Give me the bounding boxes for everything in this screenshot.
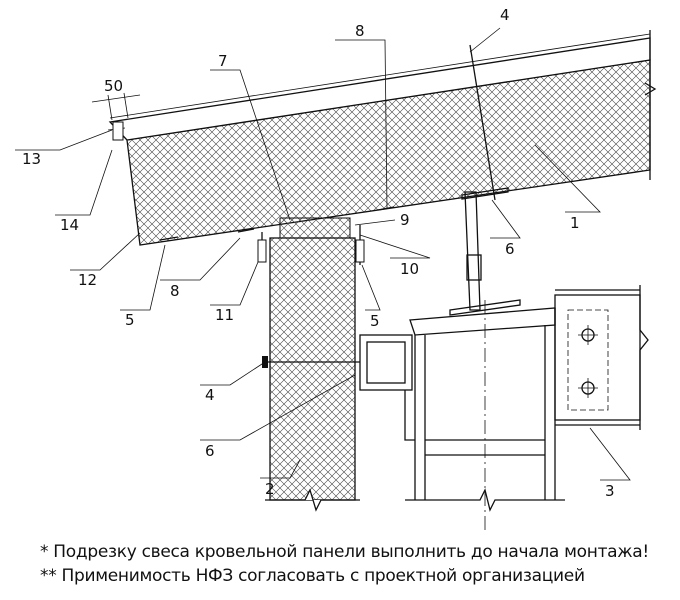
callout-8: 8 [170, 282, 180, 300]
steel-column [359, 300, 565, 530]
callout-5: 5 [125, 311, 135, 329]
callout-7: 7 [218, 52, 228, 70]
steel-beam [554, 285, 649, 430]
footnote-1: * Подрезку свеса кровельной панели выпол… [40, 542, 649, 562]
callout-5: 5 [370, 312, 380, 330]
callout-10: 10 [400, 260, 419, 278]
callout-4: 4 [500, 6, 510, 24]
callout-2: 2 [265, 480, 275, 498]
dimension-label: 50 [104, 77, 123, 95]
callout-labels: 4 8 7 13 14 12 5 8 11 9 10 5 1 6 4 6 2 3 [22, 6, 615, 500]
callout-13: 13 [22, 150, 41, 168]
callout-3: 3 [605, 482, 615, 500]
callout-11: 11 [215, 306, 234, 324]
callout-6: 6 [505, 240, 515, 258]
callout-8: 8 [355, 22, 365, 40]
dimension-50: 50 [91, 77, 141, 121]
roof-sandwich-panel [107, 30, 657, 246]
callout-12: 12 [78, 271, 97, 289]
callout-6: 6 [205, 442, 215, 460]
callout-4: 4 [205, 386, 215, 404]
wall-sandwich-panel [265, 217, 360, 512]
callout-9: 9 [400, 211, 410, 229]
leader-lines [15, 27, 631, 481]
callout-1: 1 [570, 214, 580, 232]
footnote-2: ** Применимость НФЗ согласовать с проект… [40, 566, 585, 586]
callout-14: 14 [60, 216, 79, 234]
steel-purlin-bracket [449, 187, 521, 316]
